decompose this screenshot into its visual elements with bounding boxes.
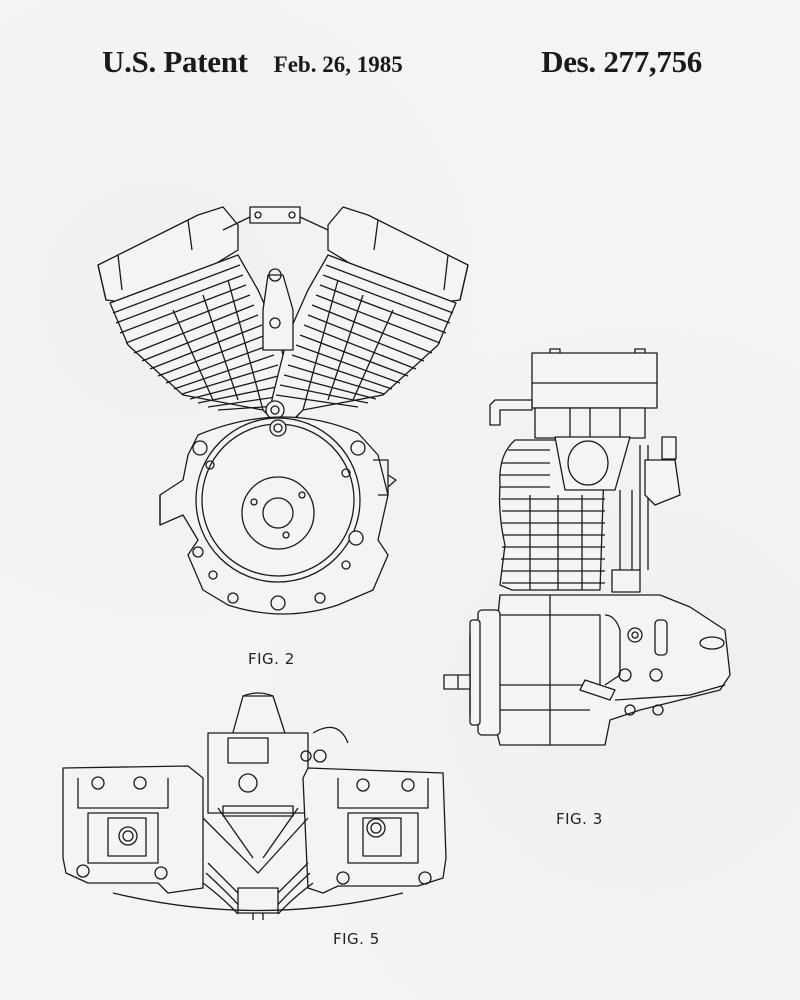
figure-5-drawing [58, 688, 448, 920]
figure-2-label: FIG. 2 [248, 650, 295, 668]
patent-label: U.S. Patent [102, 44, 248, 79]
figure-5-label: FIG. 5 [333, 930, 380, 948]
patent-number: Des. 277,756 [541, 44, 702, 79]
patent-date: Feb. 26, 1985 [273, 52, 403, 77]
figure-2-drawing [88, 195, 478, 625]
header-left: U.S. Patent Feb. 26, 1985 [102, 44, 403, 80]
figure-3-drawing [440, 345, 740, 755]
figure-3-label: FIG. 3 [556, 810, 603, 828]
